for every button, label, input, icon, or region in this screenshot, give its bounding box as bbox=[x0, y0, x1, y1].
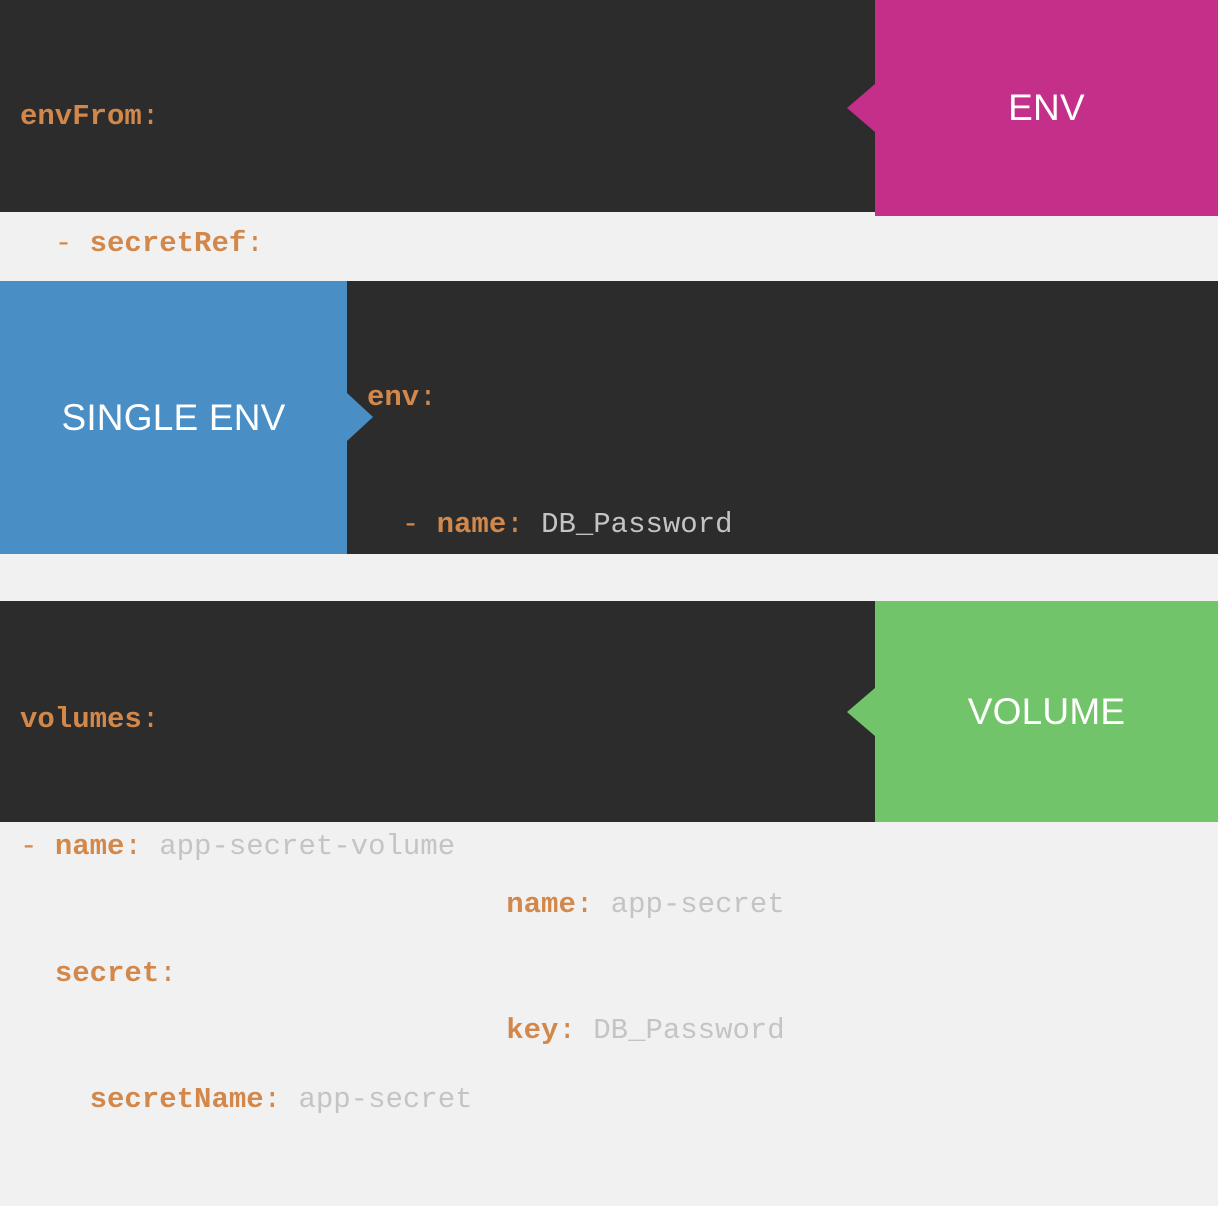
volume-code-panel: volumes: - name: app-secret-volume secre… bbox=[0, 601, 875, 1116]
env-pointer-arrow bbox=[847, 84, 875, 132]
yaml-value: DB_Password bbox=[541, 508, 733, 541]
env-label-box: ENV bbox=[875, 0, 1218, 216]
yaml-value: app-secret-volume bbox=[159, 830, 456, 863]
yaml-key: name bbox=[54, 830, 125, 863]
yaml-value: DB_Password bbox=[593, 1014, 785, 1048]
yaml-dash: - bbox=[20, 830, 55, 863]
yaml-dash: - bbox=[401, 508, 437, 541]
volume-pointer-arrow bbox=[847, 688, 875, 736]
single-env-label-box: SINGLE ENV bbox=[0, 281, 347, 554]
code-line: secret: bbox=[54, 956, 177, 990]
single-env-code-panel: env: - name: DB_Password valueFrom: secr… bbox=[347, 281, 1218, 1047]
yaml-value: app-secret bbox=[610, 887, 785, 921]
code-line: env: bbox=[367, 381, 437, 415]
code-line: volumes: bbox=[20, 703, 160, 737]
yaml-key: env bbox=[367, 381, 420, 415]
code-line: - name: app-secret-volume bbox=[20, 830, 456, 863]
yaml-key: name bbox=[506, 887, 576, 921]
code-line: - name: DB_Password bbox=[401, 508, 733, 541]
env-code-panel: envFrom: - secretRef: name: app-config bbox=[0, 0, 875, 387]
yaml-key: secret bbox=[54, 956, 160, 990]
volume-code-block: volumes: - name: app-secret-volume secre… bbox=[20, 615, 473, 1206]
volume-label: VOLUME bbox=[967, 690, 1126, 732]
volume-label-box: VOLUME bbox=[875, 601, 1218, 822]
yaml-key: name bbox=[436, 508, 507, 541]
single-env-label: SINGLE ENV bbox=[61, 396, 286, 438]
single-env-pointer-arrow bbox=[347, 393, 373, 441]
code-line: - secretRef: bbox=[54, 227, 264, 260]
yaml-key: envFrom bbox=[20, 100, 142, 134]
yaml-key: volumes bbox=[20, 703, 142, 737]
yaml-value: app-secret bbox=[298, 1083, 473, 1117]
env-label: ENV bbox=[1008, 87, 1085, 128]
code-line: secretName: app-secret bbox=[89, 1083, 473, 1117]
yaml-dash: - bbox=[54, 227, 90, 260]
yaml-key: secretName bbox=[89, 1083, 264, 1117]
yaml-key: secretRef bbox=[89, 227, 247, 260]
code-line: envFrom: bbox=[20, 100, 160, 134]
yaml-key: key bbox=[506, 1014, 559, 1048]
